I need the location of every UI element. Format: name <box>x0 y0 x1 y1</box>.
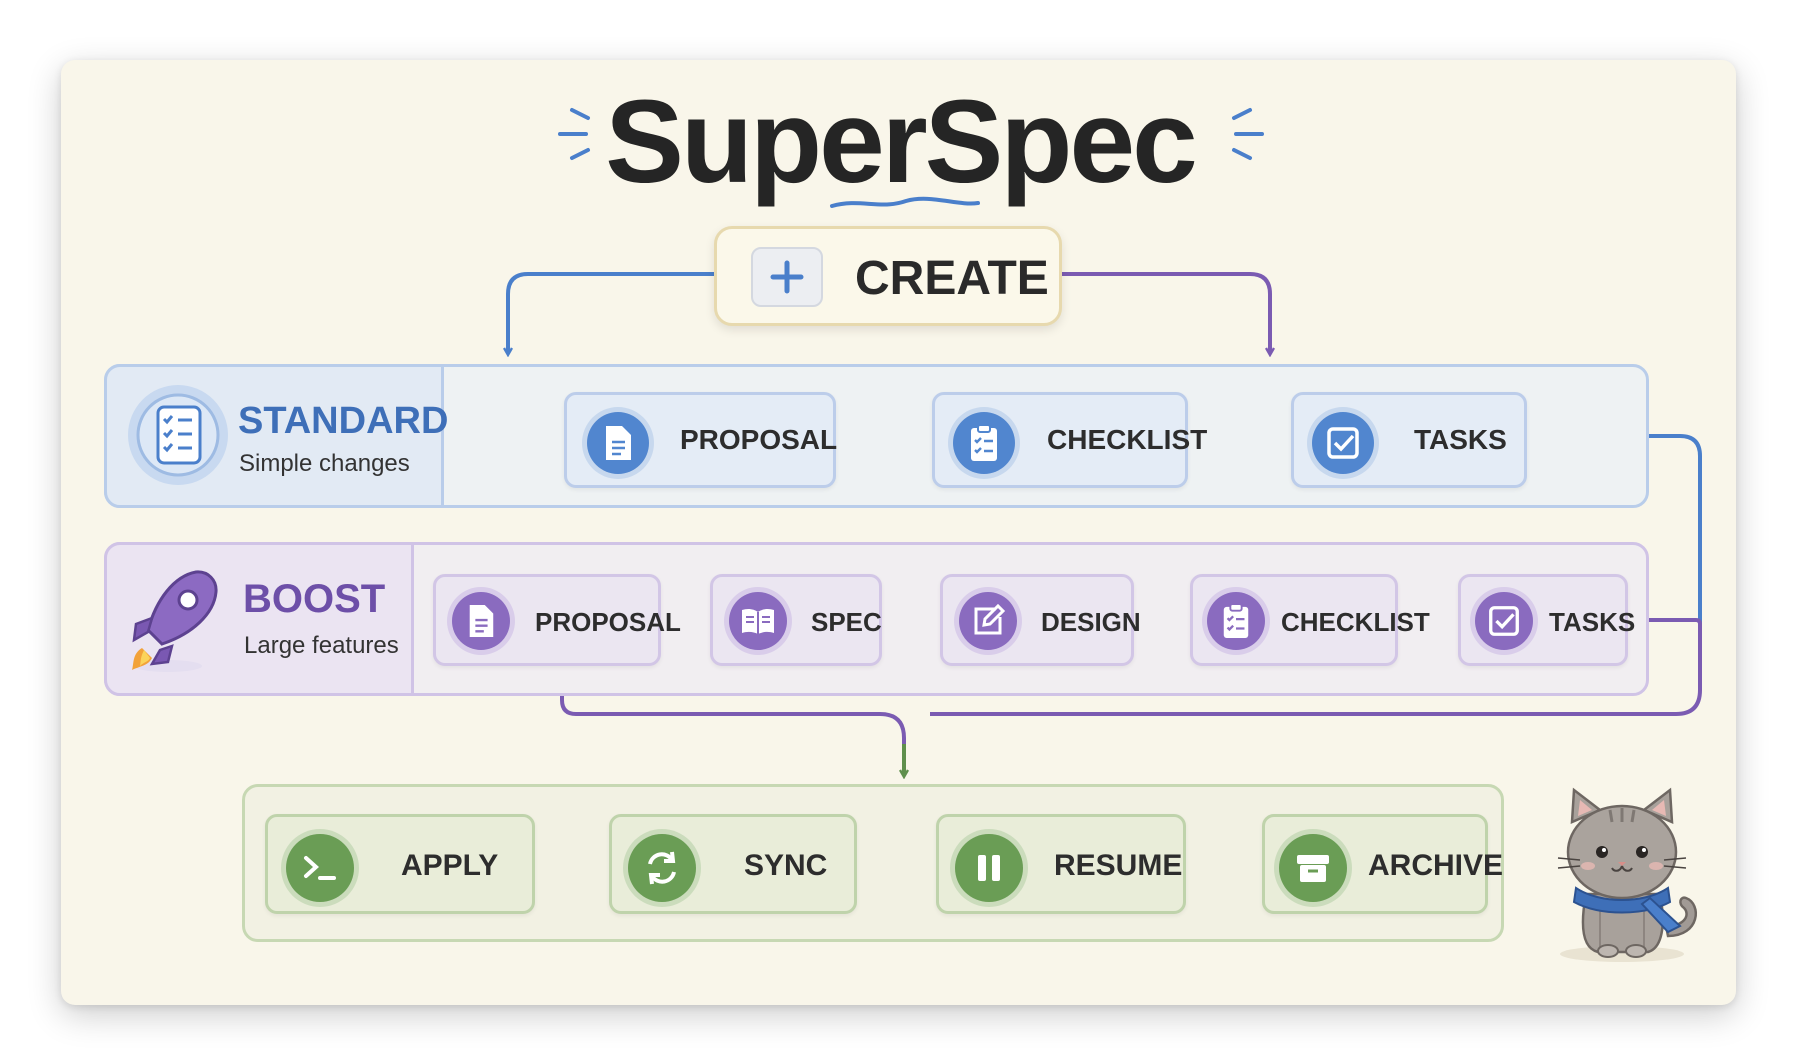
standard-step-proposal[interactable]: PROPOSAL <box>564 392 838 488</box>
book-icon <box>729 592 787 650</box>
step-label: CHECKLIST <box>1047 424 1208 455</box>
connector-create-standard <box>508 272 714 354</box>
checkbox-icon <box>1312 412 1374 474</box>
standard-subtitle: Simple changes <box>239 450 410 477</box>
connector-standard-merge <box>1649 434 1702 690</box>
exec-step-archive[interactable]: ARCHIVE <box>1262 814 1503 914</box>
step-label: SYNC <box>744 849 828 882</box>
step-label: ARCHIVE <box>1368 849 1504 882</box>
plus-icon <box>751 247 823 307</box>
page-title: SuperSpec <box>605 76 1197 208</box>
step-label: TASKS <box>1549 607 1636 637</box>
standard-title: STANDARD <box>238 400 449 442</box>
pause-icon <box>955 834 1023 902</box>
step-label: PROPOSAL <box>680 424 838 455</box>
exec-step-resume[interactable]: RESUME <box>936 814 1186 914</box>
create-label: CREATE <box>855 252 1049 305</box>
document-icon <box>587 412 649 474</box>
connector-boost-merge <box>930 618 1702 716</box>
pencil-square-icon <box>959 592 1017 650</box>
standard-step-checklist[interactable]: CHECKLIST <box>932 392 1207 488</box>
rocket-icon <box>132 570 218 672</box>
archive-box-icon <box>1279 834 1347 902</box>
step-label: DESIGN <box>1041 607 1141 637</box>
exec-step-sync[interactable]: SYNC <box>609 814 857 914</box>
clipboard-icon <box>953 412 1015 474</box>
refresh-icon <box>628 834 696 902</box>
boost-subtitle: Large features <box>244 632 399 659</box>
boost-step-design[interactable]: DESIGN <box>940 574 1141 666</box>
checkbox-icon <box>1475 592 1533 650</box>
boost-step-checklist[interactable]: CHECKLIST <box>1190 574 1430 666</box>
boost-step-tasks[interactable]: TASKS <box>1458 574 1635 666</box>
create-node[interactable]: CREATE <box>714 226 1062 326</box>
step-label: SPEC <box>811 607 882 637</box>
checklist-icon <box>128 385 228 485</box>
step-label: TASKS <box>1414 424 1507 455</box>
title-underline <box>830 196 980 208</box>
cat-mascot <box>1557 787 1698 962</box>
connector-create-boost <box>1062 272 1270 354</box>
step-label: RESUME <box>1054 849 1183 882</box>
clipboard-icon <box>1207 592 1265 650</box>
sparkle-icon <box>1232 108 1264 160</box>
boost-title: BOOST <box>243 577 386 621</box>
sparkle-icon <box>558 108 590 160</box>
standard-step-tasks[interactable]: TASKS <box>1291 392 1527 488</box>
boost-step-proposal[interactable]: PROPOSAL <box>433 574 681 666</box>
step-label: PROPOSAL <box>535 607 681 637</box>
standard-lane-header: STANDARD Simple changes <box>104 364 448 508</box>
exec-step-apply[interactable]: APPLY <box>265 814 535 914</box>
step-label: CHECKLIST <box>1281 607 1430 637</box>
boost-step-spec[interactable]: SPEC <box>710 574 882 666</box>
document-icon <box>452 592 510 650</box>
step-label: APPLY <box>401 849 499 882</box>
connector-boost-left <box>560 696 906 770</box>
terminal-icon <box>286 834 354 902</box>
